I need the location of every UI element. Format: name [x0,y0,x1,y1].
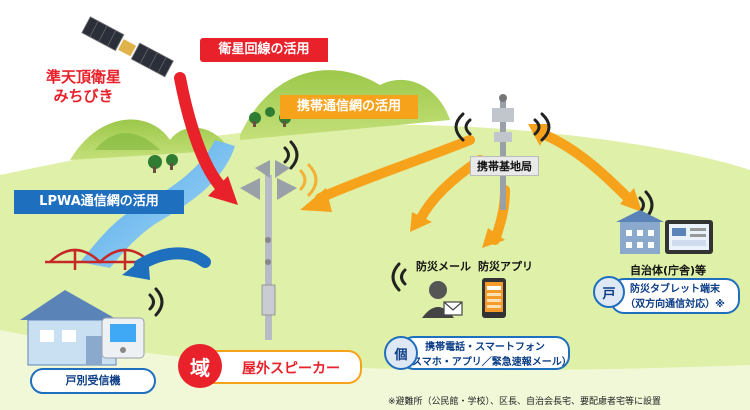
speaker-pole-icon [240,160,297,340]
speaker-label: 屋外スピーカー [200,350,362,384]
tablet-label-line2: （双方向通信対応）※ [625,299,725,310]
satellite-name-line1: 準天頂衛星 [46,68,122,86]
lpwa-usage-label: LPWA通信網の活用 [14,190,184,214]
receiver-device-icon [101,317,145,359]
receiver-label: 戸別受信機 [30,368,156,394]
tablet-icon [665,220,713,254]
tablet-label-line1: 防災タブレット端末 [630,284,720,295]
trees [148,107,291,173]
signal-waves [148,112,654,317]
phone-badge: 個 [384,336,418,370]
building-icon [616,210,664,254]
phone-label: 携帯電話・スマートフォン （スマホ・アプリ／緊急速報メール） [400,336,572,370]
tablet-badge: 戸 [593,276,625,308]
mail-icon [443,301,463,316]
smartphone-icon [482,278,506,318]
satellite-arrow [174,72,228,194]
base-station-icon [492,94,514,210]
footnote: ※避難所（公民館・学校）、区長、自治会長宅、要配慮者宅等に設置 [388,397,662,407]
house-icon [20,290,118,366]
mobile-usage-label: 携帯通信網の活用 [280,95,418,119]
phone-label-line1: 携帯電話・スマートフォン [425,342,545,353]
bridge-icon [45,248,151,270]
disaster-mail-label: 防災メール [416,260,471,273]
satellite-name: 準天頂衛星 みちびき [46,68,121,106]
satellite-icon [81,16,174,78]
tablet-label: 防災タブレット端末 （双方向通信対応）※ [610,278,740,314]
satellite-usage-label: 衛星回線の活用 [200,38,328,62]
satellite-name-line2: みちびき [53,87,114,105]
phone-label-line2: （スマホ・アプリ／緊急速報メール） [402,357,572,368]
speaker-badge: 域 [178,344,222,388]
municipality-label: 自治体(庁舎)等 [630,264,707,277]
base-station-label: 携帯基地局 [470,156,539,176]
disaster-app-label: 防災アプリ [478,260,533,273]
